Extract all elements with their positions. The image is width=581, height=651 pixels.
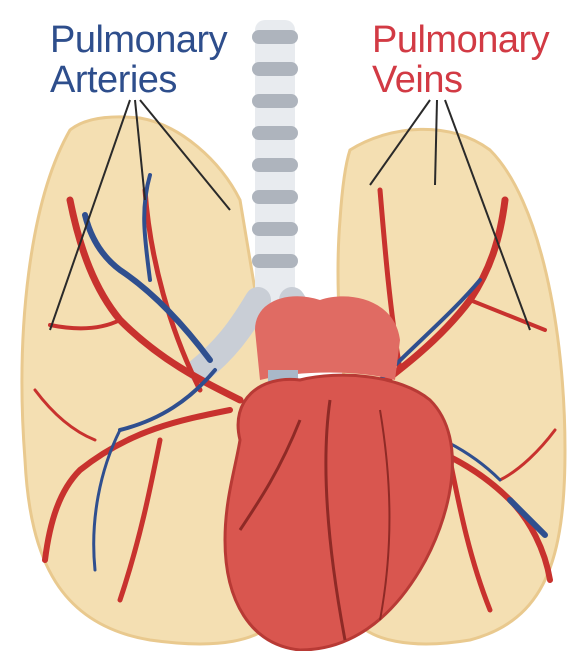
arteries-label-line2: Arteries	[50, 60, 227, 100]
pulmonary-veins-label: Pulmonary Veins	[372, 20, 549, 100]
veins-label-line2: Veins	[372, 60, 549, 100]
veins-label-line1: Pulmonary	[372, 20, 549, 60]
arteries-label-line1: Pulmonary	[50, 20, 227, 60]
pulmonary-arteries-label: Pulmonary Arteries	[50, 20, 227, 100]
